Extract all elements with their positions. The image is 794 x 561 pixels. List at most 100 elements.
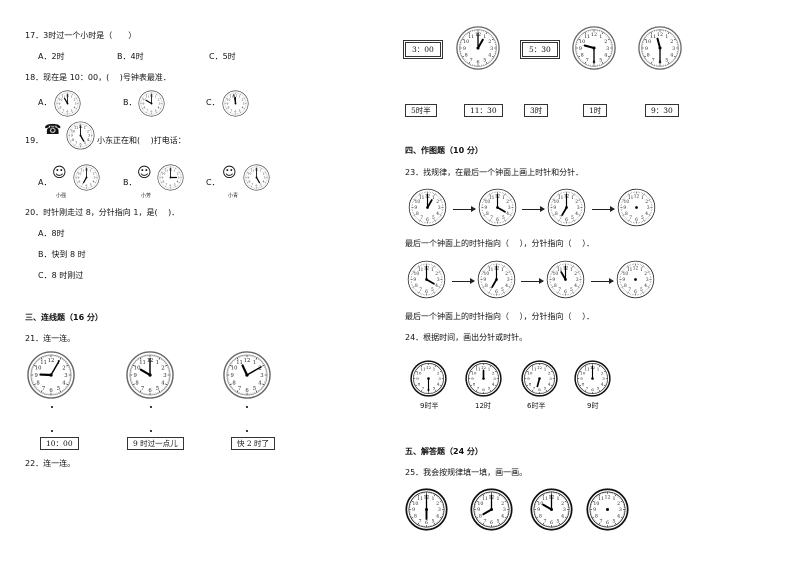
clock-numeral: 10 — [593, 501, 599, 507]
time-label-box: 5时半 — [405, 104, 437, 117]
clock-numeral: 8 — [595, 514, 598, 520]
clock-numeral: 5 — [597, 386, 600, 391]
clock-numeral: 5 — [556, 518, 559, 524]
clock-numeral: 11 — [236, 360, 243, 366]
clock-numeral: 2 — [87, 129, 89, 133]
clock-numeral: 4 — [506, 212, 509, 217]
clock-numeral: 8 — [485, 284, 488, 289]
clock-center — [592, 46, 596, 50]
clock-numeral: 6 — [490, 520, 493, 526]
clock-numeral: 3 — [576, 278, 579, 283]
hour-hand — [145, 99, 153, 105]
q17-option-b: B．4时 — [117, 52, 144, 61]
clock-numeral: 10 — [537, 501, 543, 507]
section-3-heading: 三、连线题（16 分） — [25, 313, 103, 322]
q21-text: 21．连一连。 — [25, 334, 76, 343]
q19-label-c: C． — [206, 178, 220, 187]
q20-option-c: C．8 时刚过 — [38, 271, 84, 280]
clock-numeral: 9 — [413, 278, 416, 283]
match-dot[interactable] — [150, 406, 152, 408]
clock-numeral: 2 — [575, 200, 578, 205]
q23-answer-text: 最后一个钟面上的时针指向（ ），分针指向（ ）． — [405, 312, 595, 321]
clock-numeral: 9 — [247, 176, 249, 180]
clock-numeral: 3 — [646, 278, 649, 283]
arrow-icon — [591, 278, 614, 284]
match-dot[interactable] — [51, 430, 53, 432]
section-4-heading: 四、作图题（10 分） — [405, 146, 483, 155]
hour-hand — [583, 44, 595, 49]
match-dot[interactable] — [51, 406, 53, 408]
clock-numeral: 10 — [227, 98, 231, 102]
clock-numeral: 3 — [619, 507, 622, 513]
clock-numeral: 4 — [488, 53, 491, 59]
hour-hand — [63, 97, 69, 105]
clock-numeral: 3 — [243, 102, 245, 106]
clock-center — [245, 373, 249, 377]
clock-numeral: 9 — [579, 46, 582, 52]
time-label-box: 1时 — [583, 104, 608, 117]
clock-numeral: 2 — [435, 272, 438, 277]
hour-hand — [482, 508, 493, 516]
clock-numeral: 10 — [59, 98, 63, 102]
clock-numeral: 7 — [147, 109, 149, 113]
clock-numeral: 7 — [629, 216, 632, 221]
clock-numeral: 8 — [554, 284, 557, 289]
clock-numeral: 7 — [231, 109, 233, 113]
clock-numeral: 2 — [617, 501, 620, 507]
clock-numeral: 7 — [477, 386, 480, 391]
clock-numeral: 6 — [151, 110, 153, 114]
clock-numeral: 5 — [612, 518, 615, 524]
clock-numeral: 1 — [483, 34, 486, 40]
clock-numeral: 7 — [600, 518, 603, 524]
clock-numeral: 11 — [489, 196, 495, 201]
clock-numeral: 11 — [598, 496, 604, 502]
clock-numeral: 2 — [488, 39, 491, 45]
clock-numeral: 9 — [580, 376, 583, 381]
clock-numeral: 1 — [90, 169, 92, 173]
hour-hand — [496, 206, 506, 213]
match-dot[interactable] — [246, 430, 248, 432]
clock-numeral: 10 — [580, 370, 586, 375]
arrow-icon — [453, 206, 476, 212]
clock-numeral: 12 — [234, 93, 238, 97]
clock-numeral: 8 — [60, 106, 62, 110]
clock-numeral: 11 — [420, 366, 425, 371]
clock-numeral: 6 — [495, 290, 498, 295]
clock-numeral: 4 — [62, 380, 66, 386]
clock-numeral: 4 — [242, 106, 244, 110]
clock-numeral: 1 — [570, 268, 573, 273]
clock-numeral: 8 — [529, 382, 532, 387]
clock-numeral: 10 — [624, 200, 630, 205]
q19-number: 19． — [25, 136, 44, 145]
clock-numeral: 2 — [644, 272, 647, 277]
match-dot[interactable] — [150, 430, 152, 432]
match-dot[interactable] — [246, 406, 248, 408]
clock-numeral: 5 — [155, 109, 157, 113]
clock-numeral: 9 — [483, 278, 486, 283]
clock-numeral: 2 — [501, 501, 504, 507]
clock-numeral: 9 — [161, 176, 163, 180]
clock-numeral: 2 — [62, 365, 65, 371]
clock-center — [148, 373, 152, 377]
clock-numeral: 9 — [622, 278, 625, 283]
clock-numeral: 12 — [604, 494, 610, 500]
clock-numeral: 3 — [437, 278, 440, 283]
clock-numeral: 11 — [488, 268, 494, 273]
clock-numeral: 1 — [432, 196, 435, 201]
clock-numeral: 8 — [465, 53, 468, 59]
clock-numeral: 5 — [431, 518, 434, 524]
q24-text: 24．根据时间，画出分针或时针。 — [405, 333, 528, 342]
